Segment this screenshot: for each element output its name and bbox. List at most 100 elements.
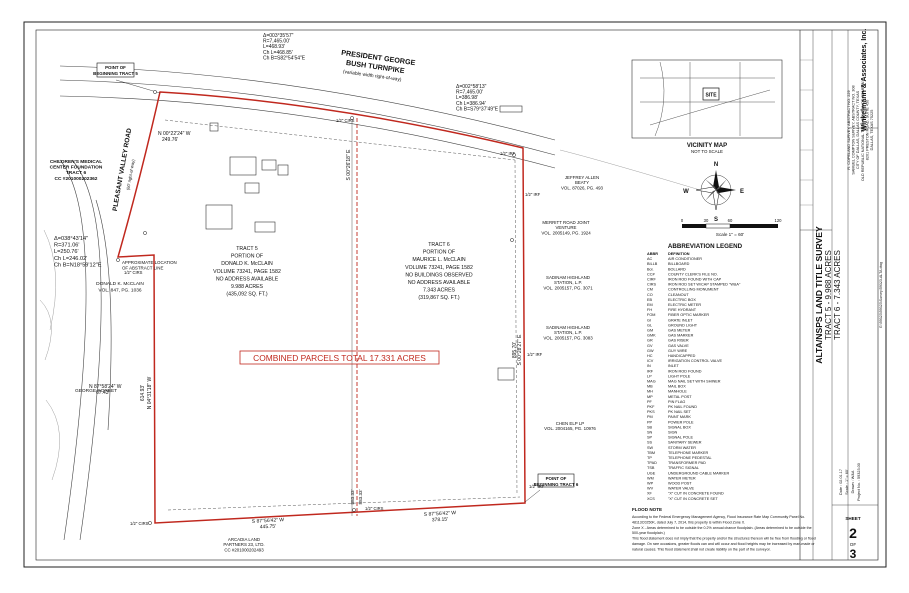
- legend-def-11: FIRE HYDRANT: [668, 308, 697, 312]
- scale-tick-1: 30: [704, 218, 709, 223]
- monument-label-1: 1/2" CIRS: [336, 118, 355, 123]
- legend-abbr-2: BILLB: [647, 262, 658, 266]
- property-boundary: [116, 91, 526, 524]
- title-tract6: TRACT 6 - 7.343 ACRES: [833, 250, 842, 340]
- monument-label-7: 1/2" IRF: [529, 484, 545, 489]
- legend-abbr-31: PKS: [647, 410, 655, 414]
- scale-tick-2: 60: [728, 218, 733, 223]
- curve-left-1: R=371.06': [54, 243, 79, 249]
- legend-def-19: GUY WIRE: [668, 349, 688, 353]
- title-tract5: TRACT 5 - 9.988 ACRES: [824, 250, 833, 340]
- vicinity-map-frame: [631, 59, 783, 139]
- monument-2: [116, 258, 120, 262]
- dist-bottom-left: 445.75': [260, 524, 277, 531]
- contour-lines: [39, 149, 701, 481]
- dist-bottom-right: 378.15': [432, 517, 449, 524]
- tract5-label-1: PORTION OF: [231, 254, 263, 260]
- scale-label: Scale : 1" = 60': [845, 469, 849, 495]
- legend-abbr-23: IRF: [647, 369, 654, 373]
- monument-4: [512, 153, 516, 157]
- chen-label-0: CHEN ELP LP: [556, 421, 585, 426]
- building-footprints: [205, 105, 523, 381]
- dist-left-main: 614.93': [140, 385, 146, 401]
- legend-def-42: TRAFFIC SIGNAL: [668, 466, 699, 470]
- fence-lines: [164, 119, 521, 511]
- monument-6: [352, 508, 356, 512]
- legend-abbr-8: CO: [647, 293, 653, 297]
- site-marker: [702, 87, 720, 101]
- curve-top-right-4: Ch B=S79°37'49"E: [456, 106, 499, 112]
- sadinam2-label-0: SADINAM HIGHLAND: [546, 325, 590, 330]
- legend-abbr-26: MB: [647, 385, 653, 389]
- legend-def-41: TRANSFORMER PAD: [668, 461, 706, 465]
- monument-label-3: 1/2" CIRS: [130, 521, 149, 526]
- legend-def-21: IRRIGATION CONTROL VALVE: [668, 359, 723, 363]
- legend-abbr-1: AC: [647, 257, 653, 261]
- graphic-scale: [682, 223, 778, 229]
- title-main: ALTA/NSPS LAND TITLE SURVEY: [814, 226, 824, 364]
- bearing-right: S 00°28'27" E: [517, 334, 523, 366]
- legend-abbr-37: SS: [647, 441, 653, 445]
- monument-label-2: 1/2" CIRS: [365, 506, 384, 511]
- merritt-label-0: MERRITT ROAD JOINT: [542, 220, 590, 225]
- north-arrow: [695, 170, 736, 211]
- legend-abbr-42: TSB: [647, 466, 655, 470]
- legend-def-31: PK NAIL SET: [668, 410, 692, 414]
- legend-def-29: PIN FLAG: [668, 400, 685, 404]
- sadinam1-label-0: SADINAM HIGHLAND: [546, 275, 590, 280]
- tract6-label-2: MAURICE L. McCLAIN: [412, 257, 466, 263]
- legend-def-36: SIGNAL POLE: [668, 436, 693, 440]
- legend-def-14: GROUND LIGHT: [668, 323, 698, 327]
- legend-abbr-44: WM: [647, 476, 654, 480]
- legend-abbr-17: GR: [647, 339, 653, 343]
- legend-def-5: IRON ROD FOUND WITH CAP: [668, 278, 722, 282]
- jeffrey-label-1: BEATY: [575, 180, 589, 185]
- outer-border: [23, 21, 887, 568]
- legend-abbr-21: ICV: [647, 359, 654, 363]
- monument-label-5: 1/2" IRF: [525, 192, 541, 197]
- mid-dist-b: 883.33': [358, 489, 363, 504]
- legend-def-17: GAS RISER: [668, 339, 689, 343]
- legend-abbr-0: ABBR: [647, 252, 658, 256]
- legend-abbr-30: PKF: [647, 405, 655, 409]
- curve-top-left-1: R=7,465.00': [263, 39, 290, 45]
- bearing-bottom-right: S 87°56'42" W: [424, 510, 457, 518]
- curve-top-right-0: Δ=002°58'13": [456, 84, 487, 90]
- title-sub-0: R. COPELAND SURVEY, ABSTRACT NO. 229: [847, 90, 851, 169]
- vicinity-map-subtitle: NOT TO SCALE: [691, 149, 723, 154]
- legend-abbr-41: TPAD: [647, 461, 657, 465]
- arcadia-label-2: CC #201000202493: [224, 547, 264, 552]
- legend-def-33: POWER POLE: [668, 420, 694, 424]
- revision-grid: [800, 59, 813, 206]
- legend-def-34: SIGNAL BOX: [668, 425, 691, 429]
- legend-def-15: GAS METER: [668, 329, 691, 333]
- vicinity-site-label: SITE: [705, 93, 717, 99]
- tract6-label-5: NO ADDRESS AVAILABLE: [408, 280, 471, 286]
- legend-def-46: WATER VALVE: [668, 487, 694, 491]
- tract6-label-0: TRACT 6: [428, 242, 450, 248]
- legend-def-9: ELECTRIC BOX: [668, 298, 696, 302]
- legend-abbr-43: UGE: [647, 471, 656, 475]
- flood-note-line-3: 500-year floodplain.): [632, 531, 665, 535]
- childrens-label-2: TRACT 6: [66, 170, 87, 176]
- flood-note-line-1: 48113C0250K, dated July 7, 2014, this pr…: [632, 520, 745, 524]
- legend-def-25: MAG NAIL SET WITH SHINER: [668, 380, 721, 384]
- legend-abbr-5: CIRF: [647, 278, 657, 282]
- legend-def-35: SIGN: [668, 431, 678, 435]
- combined-parcels-box: [239, 350, 440, 365]
- legend-abbr-45: WP: [647, 482, 654, 486]
- tract5-label-3: VOLUME 73241, PAGE 1582: [213, 269, 281, 275]
- bearing-left-top: N 00°22'24" W: [158, 131, 191, 137]
- donald-left-label-0: DONALD K. McCLAIN: [96, 281, 144, 287]
- merritt-label-1: VENTURE: [556, 225, 577, 230]
- legend-abbr-20: HC: [647, 354, 653, 358]
- legend-def-6: IRON ROD SET W/CAP STAMPED "W&A": [668, 283, 741, 287]
- tract6-label-4: NO BUILDINGS OBSERVED: [405, 272, 473, 278]
- legend-def-22: INLET: [668, 364, 679, 368]
- legend-abbr-46: WV: [647, 487, 654, 491]
- legend-abbr-18: GV: [647, 344, 653, 348]
- sheet-total: 3: [850, 547, 857, 561]
- scale-note: Scale 1" = 60': [716, 232, 744, 237]
- legend-title: ABBREVIATION LEGEND: [668, 243, 743, 250]
